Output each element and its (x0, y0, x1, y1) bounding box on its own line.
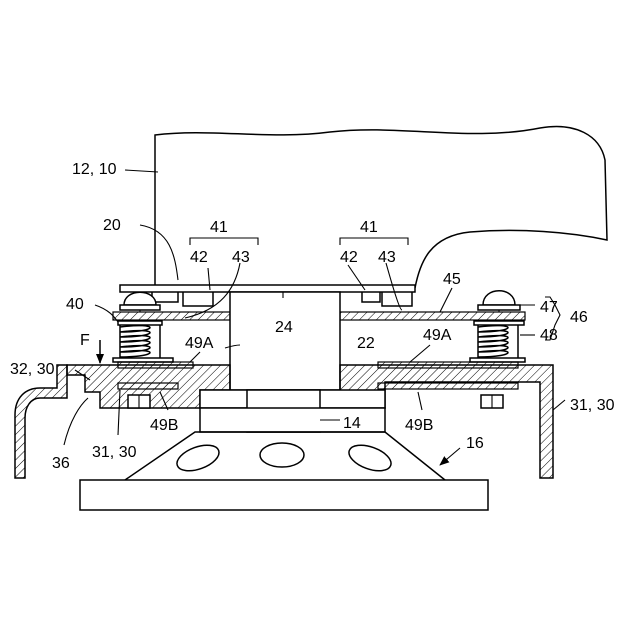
vent-center (260, 443, 304, 467)
pad-49A-left (118, 362, 193, 368)
pad-49A-right (378, 362, 518, 368)
label-43-right: 43 (378, 249, 396, 266)
vent-right (346, 440, 395, 476)
label-49B-right: 49B (405, 417, 433, 434)
label-43-left: 43 (232, 249, 250, 266)
label-31-30-right: 31, 30 (570, 397, 615, 414)
vent-left (174, 440, 223, 476)
label-40: 40 (66, 296, 84, 313)
cooling-base-16 (125, 432, 445, 480)
label-20: 20 (103, 217, 121, 234)
label-36: 36 (52, 455, 70, 472)
label-31-30-left: 31, 30 (92, 444, 137, 461)
label-41-right: 41 (360, 219, 378, 236)
label-45: 45 (443, 271, 461, 288)
label-22: 22 (357, 335, 375, 352)
label-41-left: 41 (210, 219, 228, 236)
label-46: 46 (570, 309, 588, 326)
left-bracket-43 (183, 292, 213, 306)
right-spring (478, 325, 518, 358)
left-spring (120, 325, 160, 358)
bottom-slab (80, 480, 488, 510)
label-47: 47 (540, 299, 558, 316)
right-bracket-42 (362, 292, 380, 302)
label-42-left: 42 (190, 249, 208, 266)
pad-49B-right (378, 383, 518, 389)
label-49A-left: 49A (185, 335, 214, 352)
label-24: 24 (275, 319, 293, 336)
label-48: 48 (540, 327, 558, 344)
pad-49B-left (118, 383, 178, 389)
left-screw-head (124, 292, 156, 305)
label-16: 16 (466, 435, 484, 452)
label-14: 14 (343, 415, 361, 432)
plate-45-right (340, 312, 525, 320)
label-49B-left: 49B (150, 417, 178, 434)
right-screw-head (483, 291, 515, 305)
label-49A-right: 49A (423, 327, 452, 344)
label-F: F (80, 332, 90, 349)
label-32-30: 32, 30 (10, 361, 55, 378)
central-column-22 (230, 292, 340, 390)
label-42-right: 42 (340, 249, 358, 266)
label-12-10: 12, 10 (72, 161, 117, 178)
top-plate (120, 285, 415, 292)
plate-45-left (113, 312, 230, 320)
